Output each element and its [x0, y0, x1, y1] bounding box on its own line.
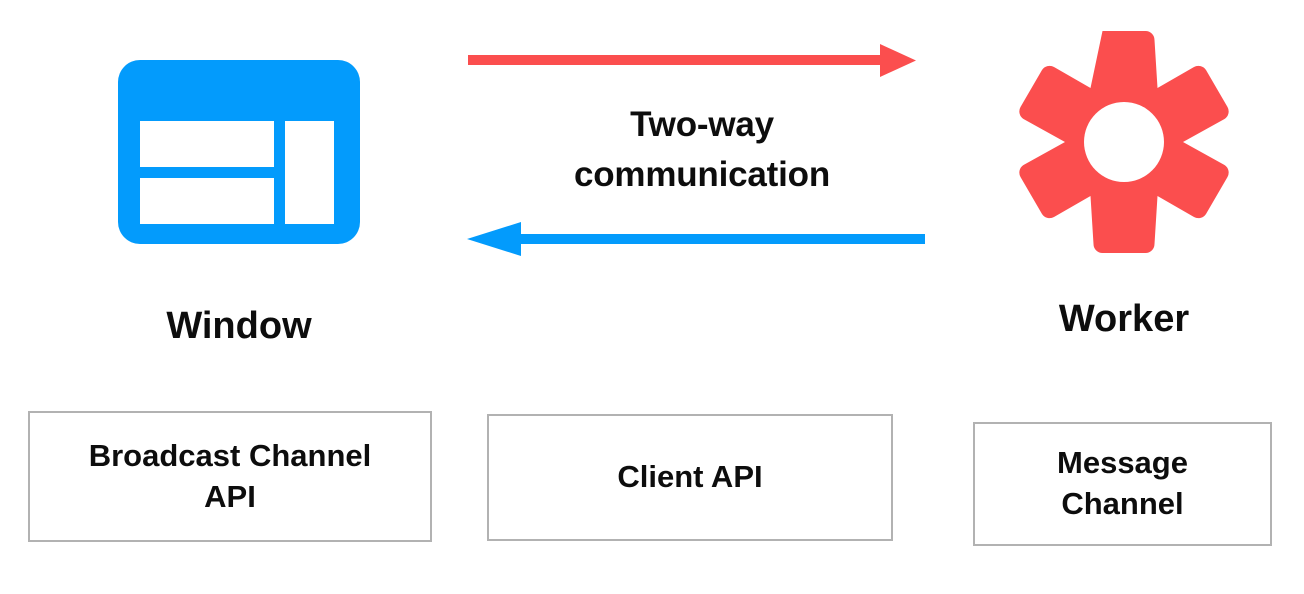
- node-label-worker: Worker: [1058, 298, 1190, 340]
- api-box-line-2: API: [204, 478, 256, 514]
- api-box-client-api: Client API: [487, 414, 893, 541]
- api-box-line-1: Broadcast Channel: [88, 437, 372, 473]
- arrow-window-to-worker: [468, 44, 916, 77]
- window-pane-top-left: [140, 121, 274, 167]
- api-box-label: Client API: [607, 457, 772, 498]
- api-box-line-1: Client API: [617, 459, 763, 495]
- api-box-label: Message Channel: [1047, 443, 1198, 525]
- arrow-worker-to-window: [467, 222, 925, 256]
- gear-icon: [1010, 22, 1238, 254]
- api-box-line-2: Channel: [1061, 486, 1184, 521]
- browser-window-icon: [118, 60, 360, 244]
- api-box-broadcast-channel-api: Broadcast Channel API: [28, 411, 432, 542]
- api-box-label: Broadcast Channel API: [79, 436, 382, 518]
- connection-caption-line-2: communication: [573, 154, 831, 194]
- window-pane-bottom-left: [140, 178, 274, 224]
- window-pane-right: [285, 121, 334, 224]
- api-box-message-channel: Message Channel: [973, 422, 1272, 546]
- connection-caption: Two-way communication: [472, 100, 932, 199]
- api-box-line-1: Message: [1057, 445, 1188, 481]
- connection-caption-line-1: Two-way: [630, 105, 774, 144]
- node-label-window: Window: [166, 305, 312, 347]
